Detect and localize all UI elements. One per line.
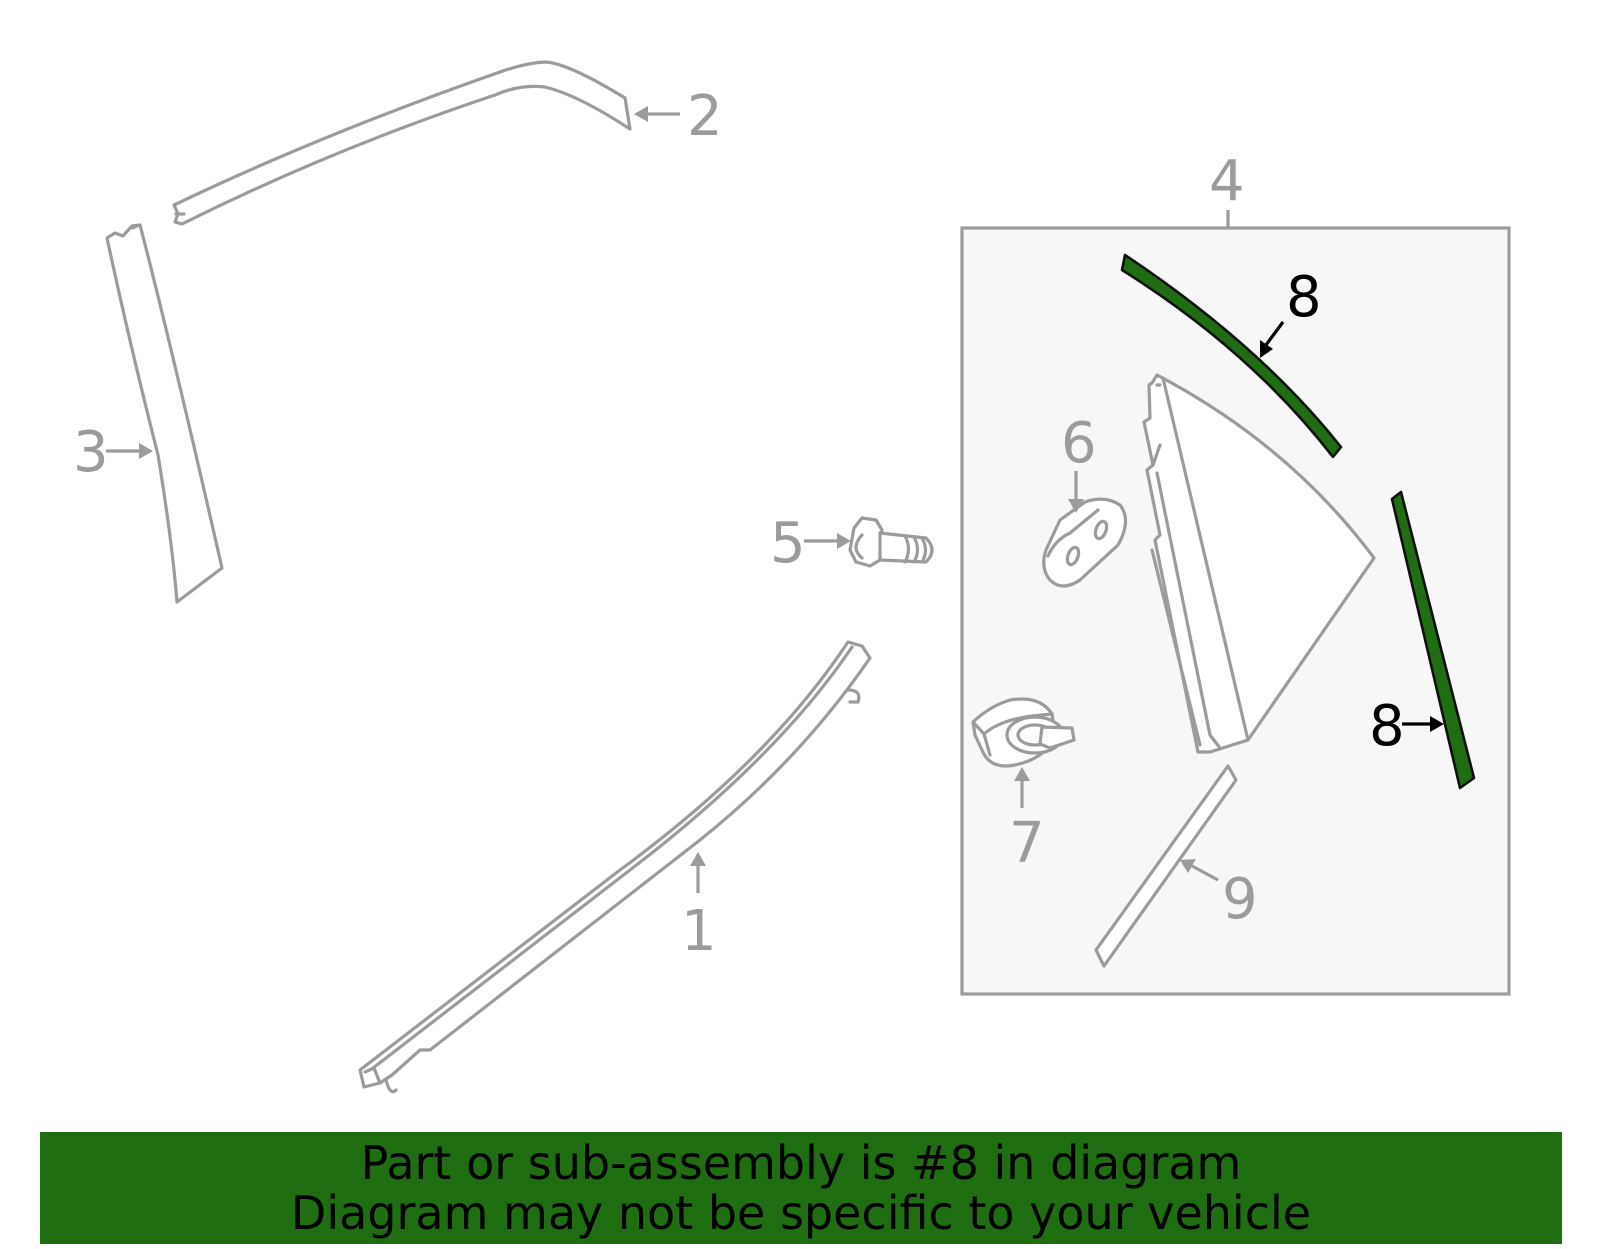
part-8-side-molding: [1390, 490, 1476, 790]
svg-text:8: 8: [1369, 694, 1405, 759]
banner-line-2: Diagram may not be specific to your vehi…: [290, 1186, 1312, 1240]
callout-8-top-arrowhead: [1260, 340, 1273, 358]
callout-7-arrowhead: [1014, 767, 1030, 781]
callout-1-arrowhead: [690, 852, 706, 866]
callout-5-arrowhead: [837, 533, 851, 549]
svg-text:1: 1: [681, 899, 717, 964]
svg-text:7: 7: [1009, 811, 1045, 876]
callout-3-arrowhead: [139, 443, 153, 459]
quarter-glass: [1142, 373, 1376, 754]
svg-text:3: 3: [73, 420, 109, 485]
svg-text:6: 6: [1061, 411, 1097, 476]
callout-7: 7: [1009, 767, 1045, 876]
callout-1: 1: [681, 852, 717, 964]
callout-2: 2: [634, 84, 723, 149]
callout-8-right: 8: [1369, 694, 1444, 759]
part-2-molding: [172, 60, 632, 226]
part-3-pillar-trim: [105, 223, 224, 604]
callout-2-arrowhead: [634, 106, 648, 122]
svg-text:2: 2: [687, 84, 723, 149]
part-7-clip: [971, 697, 1076, 768]
callout-4: 4: [1209, 149, 1245, 214]
callout-9: 9: [1180, 859, 1258, 932]
callout-9-arrowhead: [1180, 859, 1196, 873]
part-9-strip: [1094, 764, 1238, 968]
parts-diagram: 1 2 3 4 5 6 7 9 8: [73, 60, 1511, 1094]
callout-8-top-leader: [1264, 321, 1285, 346]
part-1-lower-molding: [358, 640, 872, 1094]
callout-6-arrowhead: [1068, 499, 1084, 513]
svg-text:8: 8: [1286, 265, 1322, 330]
part-5-bolt: [848, 516, 934, 568]
callout-9-leader: [1191, 864, 1219, 882]
banner-line-1: Part or sub-assembly is #8 in diagram: [360, 1136, 1242, 1190]
part-6-bracket: [1042, 497, 1128, 588]
svg-text:9: 9: [1222, 867, 1258, 932]
callout-8-top: 8: [1260, 265, 1322, 358]
svg-text:5: 5: [770, 511, 806, 576]
callout-8-right-arrowhead: [1430, 716, 1444, 732]
callout-6: 6: [1061, 411, 1097, 513]
part-8-upper-molding: [1120, 253, 1343, 459]
callout-3: 3: [73, 420, 153, 485]
svg-text:4: 4: [1209, 149, 1245, 214]
info-banner: Part or sub-assembly is #8 in diagram Di…: [40, 1132, 1562, 1244]
callout-5: 5: [770, 511, 851, 576]
